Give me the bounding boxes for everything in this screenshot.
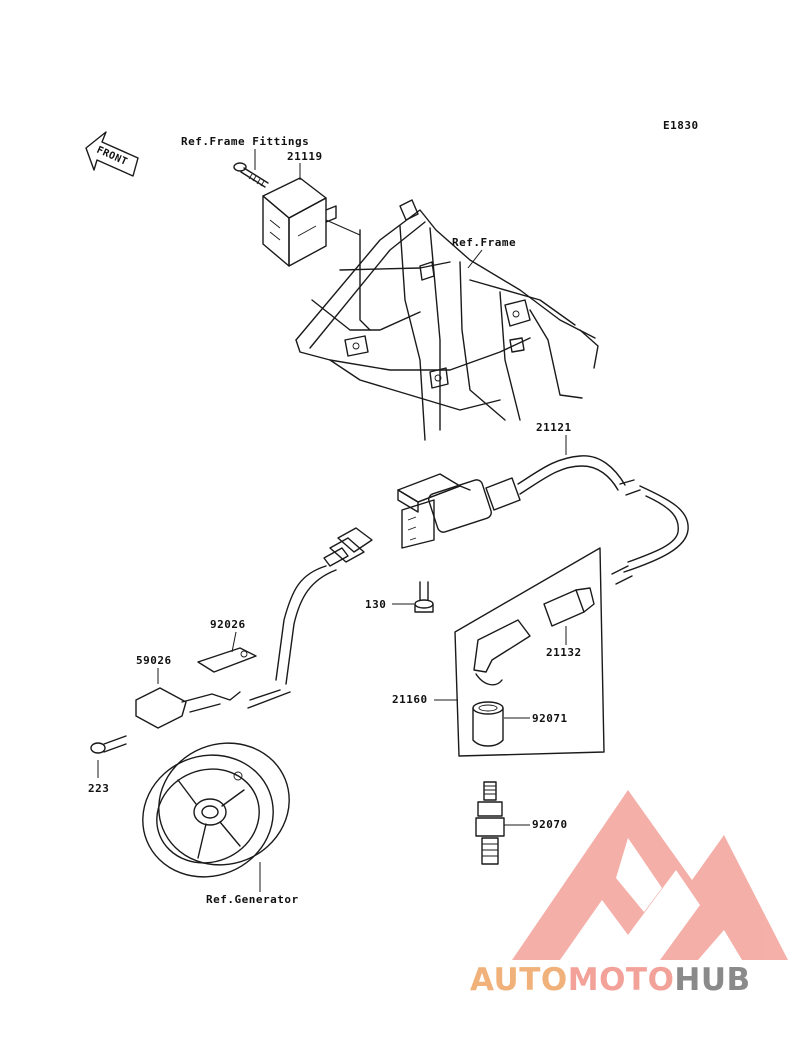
diagram-code: E1830 — [663, 119, 699, 132]
ignition-coil — [397, 455, 689, 585]
label-92071: 92071 — [532, 712, 568, 725]
label-59026: 59026 — [136, 654, 172, 667]
label-130: 130 — [365, 598, 386, 611]
watermark-logo — [512, 790, 788, 960]
label-21121: 21121 — [536, 421, 572, 434]
front-label: FRONT — [95, 145, 129, 168]
label-92026: 92026 — [210, 618, 246, 631]
pickup-screw — [90, 735, 127, 754]
front-arrow-icon: FRONT — [85, 131, 139, 177]
label-21132: 21132 — [546, 646, 582, 659]
cap-sleeve — [472, 701, 504, 747]
watermark-moto: MOTO — [567, 962, 675, 998]
label-92070: 92070 — [532, 818, 568, 831]
watermark-auto: AUTO — [470, 962, 568, 998]
label-21160: 21160 — [392, 693, 428, 706]
cap-assembly-box — [454, 547, 605, 757]
plug-cap — [473, 619, 531, 686]
wire-clamp — [197, 647, 257, 673]
plug-cap-cover — [543, 587, 595, 627]
cdi-bolt — [233, 162, 269, 188]
watermark-text: AUTOMOTOHUB — [470, 962, 751, 998]
generator-rotor — [142, 742, 290, 878]
connector — [247, 527, 373, 709]
label-ref-frame-fittings: Ref.Frame Fittings — [181, 135, 309, 148]
label-223: 223 — [88, 782, 109, 795]
label-21119: 21119 — [287, 150, 323, 163]
frame — [295, 199, 599, 441]
label-ref-generator: Ref.Generator — [206, 893, 299, 906]
cdi-unit — [262, 177, 337, 267]
watermark-hub: HUB — [674, 962, 751, 998]
pickup-coil — [135, 687, 241, 729]
coil-bolt — [414, 581, 434, 613]
spark-plug — [475, 781, 505, 865]
label-ref-frame: Ref.Frame — [452, 236, 516, 249]
